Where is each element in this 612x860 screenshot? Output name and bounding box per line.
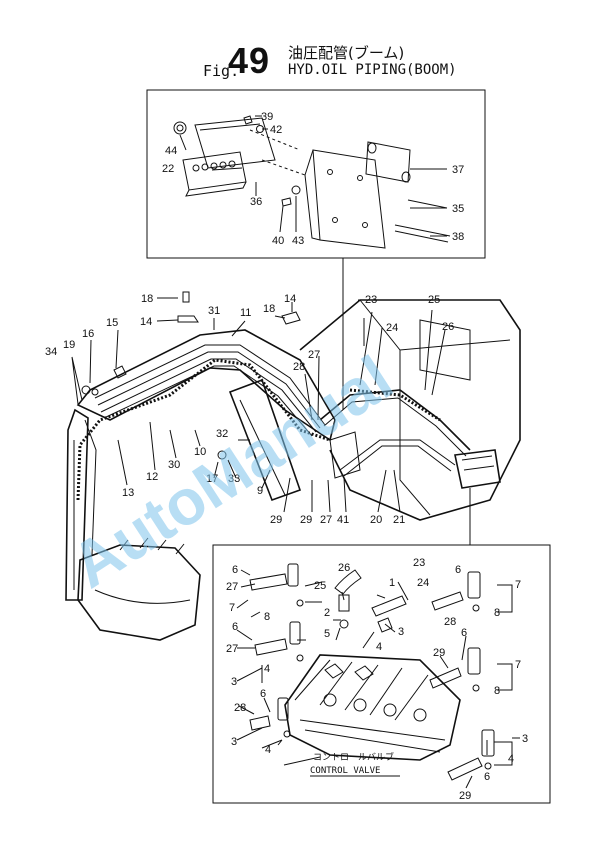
callout-label: 3 [522,733,528,745]
callout-label: 8 [494,607,500,619]
callout-label: 34 [45,346,57,358]
callout-label: 12 [146,471,158,483]
callout-label: 31 [208,305,220,317]
callout-label: 22 [162,163,174,175]
callout-label: 26 [338,562,350,574]
callout-label: 18 [263,303,275,315]
callout-label: 4 [264,663,270,675]
callout-label: 3 [231,676,237,688]
callout-label: 16 [82,328,94,340]
title-english: HYD.OIL PIPING(BOOM) [288,62,457,78]
control-valve-label-en: CONTROL VALVE [310,766,380,776]
callout-label: 13 [122,487,134,499]
callout-label: 35 [452,203,464,215]
callout-label: 8 [494,685,500,697]
callout-label: 30 [168,459,180,471]
control-valve-label-jp: コントロールバルブ [313,751,394,763]
callout-label: 23 [413,557,425,569]
callout-label: 14 [140,316,152,328]
callout-label: 25 [314,580,326,592]
callout-label: 3 [231,736,237,748]
callout-label: 27 [226,581,238,593]
callout-label: 20 [370,514,382,526]
callout-label: 7 [515,659,521,671]
figure-prefix: Fig. [203,62,240,80]
callout-label: 36 [250,196,262,208]
callout-label: 25 [428,294,440,306]
callout-label: 29 [300,514,312,526]
callout-label: 42 [270,124,282,136]
callout-label: 4 [265,744,271,756]
callout-label: 21 [393,514,405,526]
callout-label: 39 [261,111,273,123]
callout-label: 2 [324,607,330,619]
machine-assembly [65,291,521,641]
callout-label: 43 [292,235,304,247]
callout-label: 32 [216,428,228,440]
callout-label: 17 [206,473,218,485]
callout-label: 15 [106,317,118,329]
top-detail-box [146,89,486,259]
callout-label: 28 [444,616,456,628]
callout-label: 6 [484,771,490,783]
callout-label: 6 [461,627,467,639]
callout-label: 23 [365,294,377,306]
callout-label: 27 [226,643,238,655]
callout-label: 7 [515,579,521,591]
callout-label: 10 [194,446,206,458]
callout-label: 44 [165,145,177,157]
callouts-bottom: 6 27 7 8 26 25 2 5 23 24 1 3 4 6 7 8 28 … [226,557,528,802]
callout-label: 26 [442,321,454,333]
callout-label: 4 [508,753,514,765]
callout-label: 9 [257,485,263,497]
callouts-top: 39 42 44 22 36 37 35 40 43 38 [162,111,464,247]
callout-label: 29 [270,514,282,526]
callout-label: 33 [228,473,240,485]
callouts-main: 18 31 11 14 18 14 15 16 19 34 23 24 25 2… [45,293,454,526]
callout-label: 6 [232,564,238,576]
callout-label: 4 [376,641,382,653]
callout-label: 24 [386,322,398,334]
callout-label: 6 [455,564,461,576]
callout-label: 18 [141,293,153,305]
callout-label: 27 [320,514,332,526]
callout-label: 6 [260,688,266,700]
callout-label: 6 [232,621,238,633]
callout-label: 38 [452,231,464,243]
callout-label: 7 [229,602,235,614]
callout-label: 11 [240,307,251,319]
callout-label: 14 [284,293,296,305]
callout-label: 5 [324,628,330,640]
title-japanese: 油圧配管(ブーム) [288,44,405,62]
figure-number: 49 [228,40,271,81]
callout-label: 37 [452,164,464,176]
bottom-detail-box [212,544,551,804]
callout-label: 3 [398,626,404,638]
callout-label: 19 [63,339,75,351]
callout-label: 28 [234,702,246,714]
callout-label: 8 [264,611,270,623]
callout-label: 24 [417,577,429,589]
callout-label: 40 [272,235,284,247]
callout-label: 27 [308,349,320,361]
callout-label: 29 [433,647,445,659]
callout-label: 28 [293,361,305,373]
callout-label: 29 [459,790,471,802]
callout-label: 41 [337,514,349,526]
callout-label: 1 [389,577,395,589]
